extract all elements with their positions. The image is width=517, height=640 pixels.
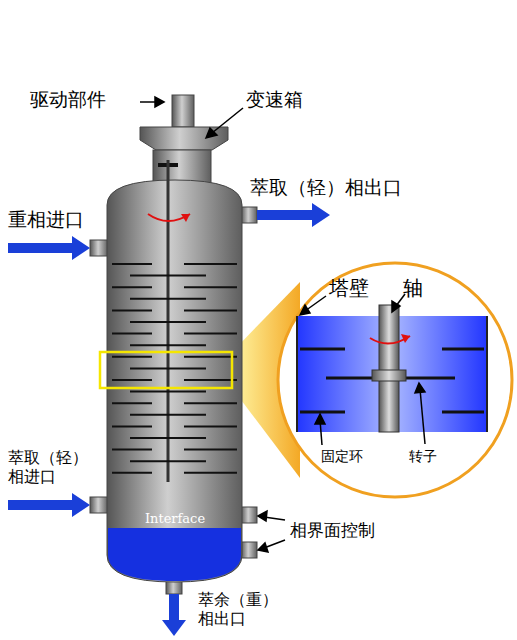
part-label: 重相进口 (8, 208, 84, 231)
disc-row (112, 426, 237, 427)
disc-row (130, 461, 206, 462)
disc-row (112, 403, 237, 404)
disc-row (112, 356, 237, 357)
part-label: 相界面控制 (290, 520, 375, 540)
pipe-stub (241, 207, 257, 223)
disc-row (112, 449, 237, 450)
zoom-frame (100, 352, 232, 388)
extraction-column: Interface (100, 170, 250, 590)
flow-arrow (8, 236, 90, 260)
disc-row (130, 275, 206, 276)
flow-arrow (8, 493, 90, 517)
disc-row (130, 322, 206, 323)
part-label: 萃取（轻）相出口 (250, 176, 402, 199)
disc-row (130, 368, 206, 369)
column-neck (153, 150, 211, 184)
flow-arrow (162, 594, 186, 636)
disc-row (130, 438, 206, 439)
disc-row (112, 264, 237, 265)
disc-row (112, 287, 237, 288)
zoom-circle-outline (278, 263, 512, 497)
disc-row (112, 310, 237, 311)
part-label: 驱动部件 (30, 88, 106, 111)
part-name: 固定环 (321, 448, 363, 465)
pipe-stub (241, 542, 257, 558)
extraction-column-shape (100, 170, 250, 590)
disc-row (130, 414, 206, 415)
part-label: 萃余（重） 相出口 (198, 590, 290, 628)
heavy-phase (108, 528, 241, 581)
disc-row (112, 380, 237, 381)
part-label: 变速箱 (246, 88, 303, 111)
part-name: 轴 (403, 276, 423, 300)
disc-row (130, 345, 206, 346)
part-label: 萃取（轻） 相进口 (8, 448, 100, 486)
pipe-stub (90, 240, 108, 256)
disc-row (130, 391, 206, 392)
flow-arrow (257, 203, 330, 227)
pipe-stub (90, 497, 108, 513)
part-name: 塔壁 (329, 276, 369, 300)
pipe-stub (241, 507, 257, 523)
disc-row (112, 333, 237, 334)
disc-row (130, 298, 206, 299)
zoom-circle-shape (277, 262, 513, 498)
drive-unit (172, 95, 194, 127)
interface-label: Interface (100, 511, 250, 527)
part-name: 转子 (409, 448, 437, 465)
zoom-circle: 塔壁 轴固定环 转子 (277, 262, 513, 498)
disc-row (112, 472, 237, 473)
